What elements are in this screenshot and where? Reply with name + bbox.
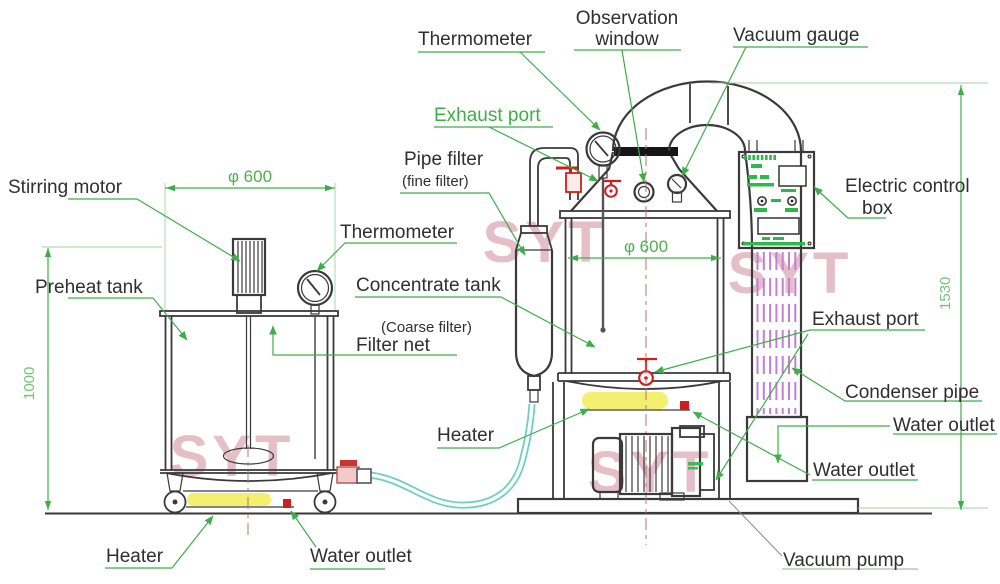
label-condenser-pipe: Condenser pipe xyxy=(845,382,979,403)
dimension-preheat-diameter: φ 600 xyxy=(164,167,336,310)
dim-concentrate-diameter: φ 600 xyxy=(624,237,668,256)
dim-preheat-height: 1000 xyxy=(21,367,38,400)
preheat-heater-band xyxy=(187,493,271,506)
leader-lines xyxy=(68,46,997,570)
dim-preheat-diameter: φ 600 xyxy=(228,167,272,186)
probe-tip xyxy=(600,327,606,333)
watermark: SYT xyxy=(728,241,853,306)
panel-markings xyxy=(743,155,805,246)
label-water-outlet-lower: Water outlet xyxy=(813,460,915,481)
preheat-thermometer-gauge xyxy=(296,269,334,459)
vacuum-gauge xyxy=(666,173,688,203)
label-vacuum-gauge: Vacuum gauge xyxy=(733,25,859,46)
panel-knob xyxy=(757,196,767,206)
label-thermometer-left: Thermometer xyxy=(340,222,455,243)
top-thermometer-gauge xyxy=(585,131,621,179)
base-plate xyxy=(516,497,860,515)
label-observation-window: Observation xyxy=(576,8,678,29)
concentrate-heater-band xyxy=(582,392,668,409)
preheat-tank xyxy=(159,237,372,535)
preheat-drain-valve xyxy=(336,460,372,484)
exhaust-valve xyxy=(556,166,582,193)
labels: Stirring motor Preheat tank Thermometer … xyxy=(8,8,995,571)
label-water-outlet-bottom: Water outlet xyxy=(310,546,412,567)
label-water-outlet-upper: Water outlet xyxy=(893,415,995,436)
stirring-motor xyxy=(231,237,267,314)
dim-overall-height: 1530 xyxy=(937,277,954,310)
label-filter-net: Filter net xyxy=(356,335,431,356)
label-fine-filter: (fine filter) xyxy=(402,173,469,190)
label-preheat-tank: Preheat tank xyxy=(35,277,143,298)
concentrate-water-outlet xyxy=(680,401,689,410)
condenser-tubes xyxy=(756,252,797,414)
label-electric-control-box: box xyxy=(862,198,893,219)
panel-window xyxy=(757,217,800,235)
observation-window xyxy=(633,181,655,203)
label-concentrate-tank: Concentrate tank xyxy=(356,275,501,296)
dimension-concentrate-diameter: φ 600 xyxy=(568,237,721,262)
panel-knob xyxy=(787,196,797,206)
label-observation-window: window xyxy=(594,29,659,50)
label-thermometer-top: Thermometer xyxy=(418,29,533,50)
label-heater-bottom: Heater xyxy=(106,546,164,567)
label-electric-control-box: Electric control xyxy=(845,176,970,197)
label-vacuum-pump: Vacuum pump xyxy=(783,550,904,571)
pump-nameplate xyxy=(688,462,703,470)
pipe-filter xyxy=(514,147,579,403)
vent-valve xyxy=(604,179,621,198)
panel-display xyxy=(778,165,807,187)
label-coarse-filter: (Coarse filter) xyxy=(381,319,472,336)
handle-bar xyxy=(614,147,678,156)
dimension-overall-height: 1530 xyxy=(712,82,988,510)
label-heater-middle: Heater xyxy=(437,425,495,446)
label-exhaust-port-right: Exhaust port xyxy=(812,309,919,330)
label-stirring-motor: Stirring motor xyxy=(8,177,123,198)
dimension-preheat-height: 1000 xyxy=(21,246,162,510)
vacuum-pump xyxy=(591,425,715,501)
preheat-water-outlet xyxy=(283,499,291,508)
label-pipe-filter: Pipe filter xyxy=(404,149,484,170)
electric-control-box xyxy=(737,140,816,250)
concentrate-tank xyxy=(552,128,731,545)
watermark: SYT xyxy=(170,424,295,489)
label-exhaust-port-top: Exhaust port xyxy=(434,105,541,126)
watermarks: SYT SYT SYT SYT xyxy=(170,210,853,505)
caster-wheel xyxy=(163,472,187,514)
watermark: SYT xyxy=(483,210,608,275)
condenser-water-box xyxy=(745,415,809,483)
caster-wheel xyxy=(313,472,337,514)
condenser-pipe-unit xyxy=(745,246,809,483)
transfer-hose xyxy=(369,403,536,509)
